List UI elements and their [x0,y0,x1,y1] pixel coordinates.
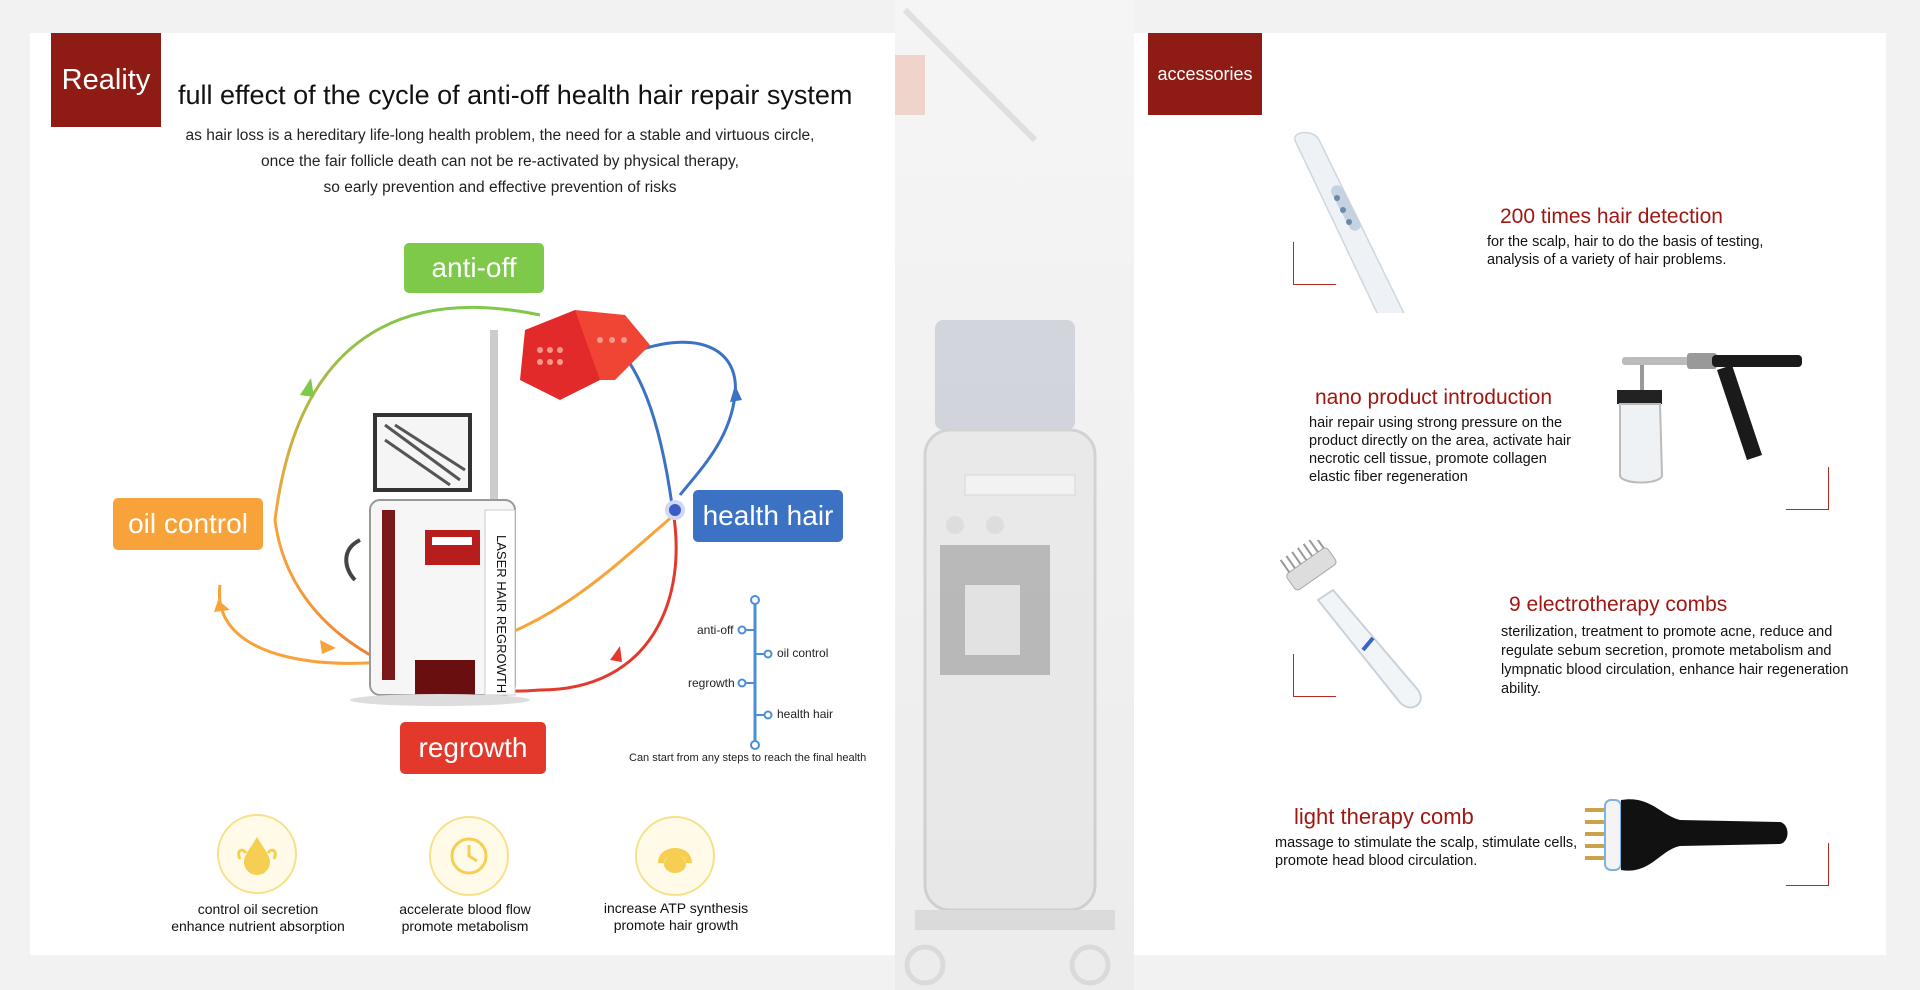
reality-tag: Reality [51,33,161,127]
feature-3-line-2: promote hair growth [613,917,739,933]
accessories-panel [1134,33,1886,955]
label-health-hair: health hair [693,490,843,542]
machine-label: LASER HAIR REGROWTH [494,535,509,693]
background-machine-strip [895,0,1134,990]
feature-1-line-1: control oil secretion [197,901,319,917]
feature-1-line-2: enhance nutrient absorption [171,918,345,934]
accessory-4-desc: massage to stimulate the scalp, stimulat… [1275,834,1605,870]
accessory-3-desc-line-1: sterilization, treatment to promote acne… [1501,624,1833,640]
timeline-item-anti-off: anti-off [697,623,734,637]
accessory-3-desc-line-3: lympnatic blood circulation, enhance hai… [1501,662,1849,678]
timeline-caption: Can start from any steps to reach the fi… [629,752,867,764]
accessory-2-desc-line-1: hair repair using strong pressure on the [1309,415,1563,431]
clock-icon [429,816,509,896]
faded-machine-image [895,7,1115,986]
timeline-item-regrowth: regrowth [688,676,735,690]
light-therapy-comb-image [1585,799,1788,871]
feature-2-line-2: promote metabolism [401,918,529,934]
accessory-3-desc-line-4: ability. [1501,681,1542,697]
accessory-1-desc-line-2: analysis of a variety of hair problems. [1487,252,1727,268]
arrow-red-icon [610,646,622,662]
accessory-1-desc-line-1: for the scalp, hair to do the basis of t… [1487,234,1764,250]
accessory-2-title: nano product introduction [1315,386,1552,409]
arrow-green-icon [300,378,314,397]
cycle-arc-green [273,306,541,521]
hair-detector-image [1294,131,1405,313]
arrow-blue-icon [730,385,742,402]
accessory-4-desc-line-2: promote head blood circulation. [1275,853,1478,869]
intro-line-2: once the fair follicle death can not be … [261,153,739,170]
cycle-dot [665,500,685,520]
accessory-2-desc-line-3: necrotic cell tissue, promote collagen [1309,451,1547,467]
arrow-orange-icon [214,600,230,612]
accessory-1-desc: for the scalp, hair to do the basis of t… [1487,233,1827,269]
feature-3-text: increase ATP synthesis promote hair grow… [566,900,786,934]
accessory-4-title: light therapy comb [1294,804,1474,829]
accessory-1-title: 200 times hair detection [1500,205,1723,228]
intro-line-3: so early prevention and effective preven… [323,179,677,196]
intro-line-1: as hair loss is a hereditary life-long h… [185,127,815,144]
oil-drop-icon [217,814,297,894]
feature-2-text: accelerate blood flow promote metabolism [355,901,575,935]
cycle-diagram: LASER HAIR REGROWTH [214,306,773,750]
feature-2-line-1: accelerate blood flow [399,901,531,917]
timeline-item-health-hair: health hair [777,707,834,721]
accessory-2-desc: hair repair using strong pressure on the… [1309,414,1609,486]
timeline-item-oil-control: oil control [777,646,829,660]
arrow-orange-2-icon [320,640,336,654]
accessory-3-title: 9 electrotherapy combs [1509,593,1728,616]
laser-machine-image [344,310,650,706]
label-oil-control: oil control [113,498,263,550]
corner-mark-1 [1293,242,1336,285]
corner-mark-4 [1786,843,1829,886]
faded-red-panel [895,55,925,115]
accessories-tag: accessories [1148,33,1262,115]
hair-head-icon [635,816,715,896]
accessory-2-desc-line-4: elastic fiber regeneration [1309,469,1468,485]
accessory-3-desc-line-2: regulate sebum secretion, promote metabo… [1501,643,1832,659]
page-title: full effect of the cycle of anti-off hea… [178,80,853,110]
corner-mark-3 [1293,654,1336,697]
steps-timeline [737,595,773,750]
feature-3-line-1: increase ATP synthesis [603,900,749,916]
cycle-arc-red [539,504,678,692]
accessory-2-desc-line-2: product directly on the area, activate h… [1309,433,1571,449]
faded-screen [935,320,1075,430]
accessory-3-desc: sterilization, treatment to promote acne… [1501,623,1871,699]
corner-mark-2 [1786,467,1829,510]
airbrush-gun-image [1617,353,1802,484]
accessory-4-desc-line-1: massage to stimulate the scalp, stimulat… [1275,835,1578,851]
feature-1-text: control oil secretion enhance nutrient a… [148,901,368,935]
label-anti-off: anti-off [404,243,544,293]
electrotherapy-comb-image [1279,540,1422,709]
label-regrowth: regrowth [400,722,546,774]
